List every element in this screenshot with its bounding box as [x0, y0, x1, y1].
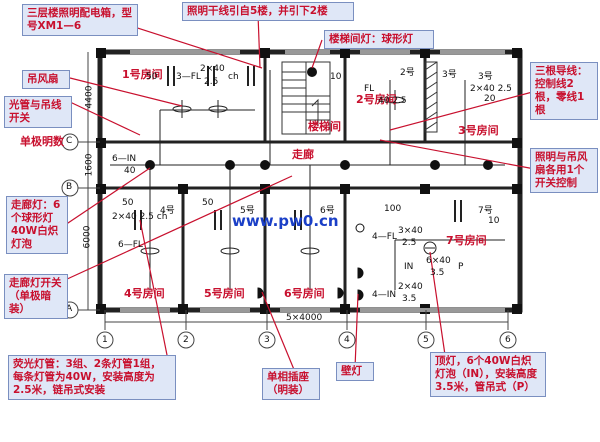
in-room7-p: P [458, 262, 464, 272]
fl-room2-text: FL [364, 84, 375, 94]
watermark: www.pw0.cn [232, 212, 339, 230]
stairwell-label: 楼梯间 [308, 120, 341, 133]
in-room7-text: IN [404, 262, 414, 272]
axis-1: 1 [102, 335, 108, 345]
room2-label: 2号房间 [356, 93, 397, 106]
windows [120, 50, 505, 312]
callout-ceiling-lamp: 顶灯，6个40W白炽灯泡（IN），安装高度3.5米，管吊式（P） [430, 352, 546, 397]
axes [61, 133, 517, 349]
fl-room7-top-frac-a: 3×40 [398, 226, 423, 236]
callout-ceiling-fan: 吊风扇 [22, 70, 70, 89]
fluorescent-tubes [134, 66, 462, 230]
fl-room7-bot: 4—IN [372, 290, 397, 300]
fl-room3-frac: 2×40 2.5 [470, 84, 512, 94]
room7-label: 7号房间 [446, 234, 487, 247]
fl-room4-frac: 2×40 2.5 ch [112, 212, 168, 222]
fl-room1-frac-bot: 2.5 [204, 77, 219, 87]
circle-50a: 50 [146, 72, 158, 82]
callout-wall-lamp: 壁灯 [336, 362, 374, 381]
in-corridor-text: 6—IN [112, 154, 137, 164]
axis-5: 5 [423, 335, 429, 345]
fl-room1-frac-top: 2×40 [200, 64, 225, 74]
stairs [281, 61, 331, 135]
axis-A: A [66, 304, 73, 314]
no-5-label: 5号 [240, 206, 255, 216]
in-corridor-val: 40 [124, 166, 136, 176]
circle-10a: 10 [330, 72, 342, 82]
no-7-label: 7号 [478, 206, 493, 216]
circle-10b: 10 [488, 216, 500, 226]
room6-label: 6号房间 [284, 287, 325, 300]
fl-room4-vert: 6—FL [118, 240, 143, 250]
room3-label: 3号房间 [458, 124, 499, 137]
callout-shared-switch: 照明与吊风扇各用1个开关控制 [530, 148, 598, 193]
dim-6000: 6000 [82, 225, 93, 249]
circle-100: 100 [384, 204, 402, 214]
ceiling-fans [140, 90, 405, 262]
no-4-label: 4号 [160, 206, 175, 216]
callout-panel: 三层楼照明配电箱，型号XM1—6 [22, 4, 138, 36]
axis-6: 6 [505, 335, 511, 345]
fl-room7-bot-frac-b: 3.5 [402, 294, 417, 304]
no-3-label: 3号 [442, 70, 457, 80]
callout-main-line: 照明干线引自5楼，并引下2楼 [182, 2, 354, 21]
corridor-label: 走廊 [292, 148, 314, 161]
dim-5x4000: 5×4000 [286, 313, 323, 323]
callout-single-pole: 单极明数 [20, 135, 64, 148]
callout-corridor-switch: 走廊灯开关（单极暗装） [4, 274, 68, 319]
fl-room7-top-frac-b: 2.5 [402, 238, 417, 248]
no-6-label: 6号 [320, 206, 335, 216]
axis-B: B [66, 182, 73, 192]
circle-50b: 50 [122, 198, 134, 208]
axis-4: 4 [344, 335, 350, 345]
fl-room1-text: 3—FL [176, 72, 201, 82]
axis-C: C [66, 136, 73, 146]
dim-1600: 1600 [84, 153, 95, 177]
callout-socket: 单相插座（明装） [262, 368, 320, 400]
callout-three-wires: 三根导线：控制线2根，零线1根 [530, 62, 598, 120]
axis-3: 3 [264, 335, 270, 345]
room1-label: 1号房间 [122, 68, 163, 81]
in-room7-frac-b: 3.5 [430, 268, 445, 278]
callout-corridor-lamps: 走廊灯：6个球形灯40W白炽灯泡 [6, 196, 68, 254]
columns [96, 48, 522, 314]
sockets [257, 223, 365, 301]
callout-fluorescent: 荧光灯管：3组、2条灯管1组，每条灯管为40W，安装高度为2.5米，链吊式安装 [8, 355, 176, 400]
circle-50c: 50 [202, 198, 214, 208]
fl-room7-top: 4—FL [372, 232, 397, 242]
circle-20: 20 [484, 94, 496, 104]
leader-lines [64, 13, 541, 373]
fl-room7-bot-frac-a: 2×40 [398, 282, 423, 292]
callout-stair-light: 楼梯间灯：球形灯 [324, 30, 434, 49]
fl-room2-frac: 40 2.5 [378, 96, 407, 106]
no-2-label: 2号 [400, 68, 415, 78]
shaft-hatch [424, 61, 438, 133]
fl-room3-no: 3号 [478, 72, 493, 82]
callout-tube-switch: 光管与吊线开关 [4, 96, 72, 128]
in-room7-frac-a: 6×40 [426, 256, 451, 266]
fl-room1-suffix: ch [228, 72, 239, 82]
corridor-lamps [145, 67, 493, 170]
dim-4400: 4400 [84, 85, 95, 109]
room4-label: 4号房间 [124, 287, 165, 300]
room5-label: 5号房间 [204, 287, 245, 300]
axis-2: 2 [183, 335, 189, 345]
